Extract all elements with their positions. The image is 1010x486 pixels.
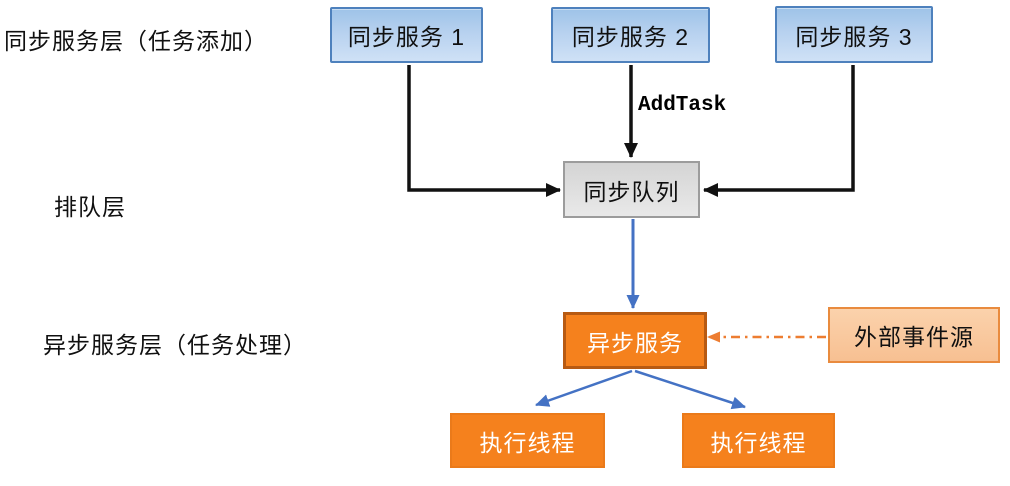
node-external-event-source: 外部事件源 bbox=[828, 307, 1000, 363]
label-sync-service-layer: 同步服务层（任务添加） bbox=[4, 28, 268, 54]
edge-async-to-thread2 bbox=[634, 369, 746, 410]
node-sync-service-2: 同步服务 2 bbox=[551, 7, 710, 63]
label-queue-layer: 排队层 bbox=[54, 194, 126, 220]
node-exec-thread-2: 执行线程 bbox=[682, 413, 835, 468]
edge-sync3-to-queue bbox=[703, 65, 855, 197]
edge-async-to-thread1 bbox=[535, 369, 633, 407]
node-exec-thread-1: 执行线程 bbox=[450, 413, 605, 468]
node-sync-service-1: 同步服务 1 bbox=[330, 7, 483, 63]
node-sync-service-3: 同步服务 3 bbox=[775, 6, 933, 63]
label-addtask: AddTask bbox=[638, 94, 727, 117]
node-sync-queue: 同步队列 bbox=[563, 161, 700, 218]
label-async-service-layer: 异步服务层（任务处理） bbox=[43, 332, 307, 358]
edge-sync1-to-queue bbox=[407, 65, 561, 197]
node-async-service: 异步服务 bbox=[563, 312, 707, 369]
